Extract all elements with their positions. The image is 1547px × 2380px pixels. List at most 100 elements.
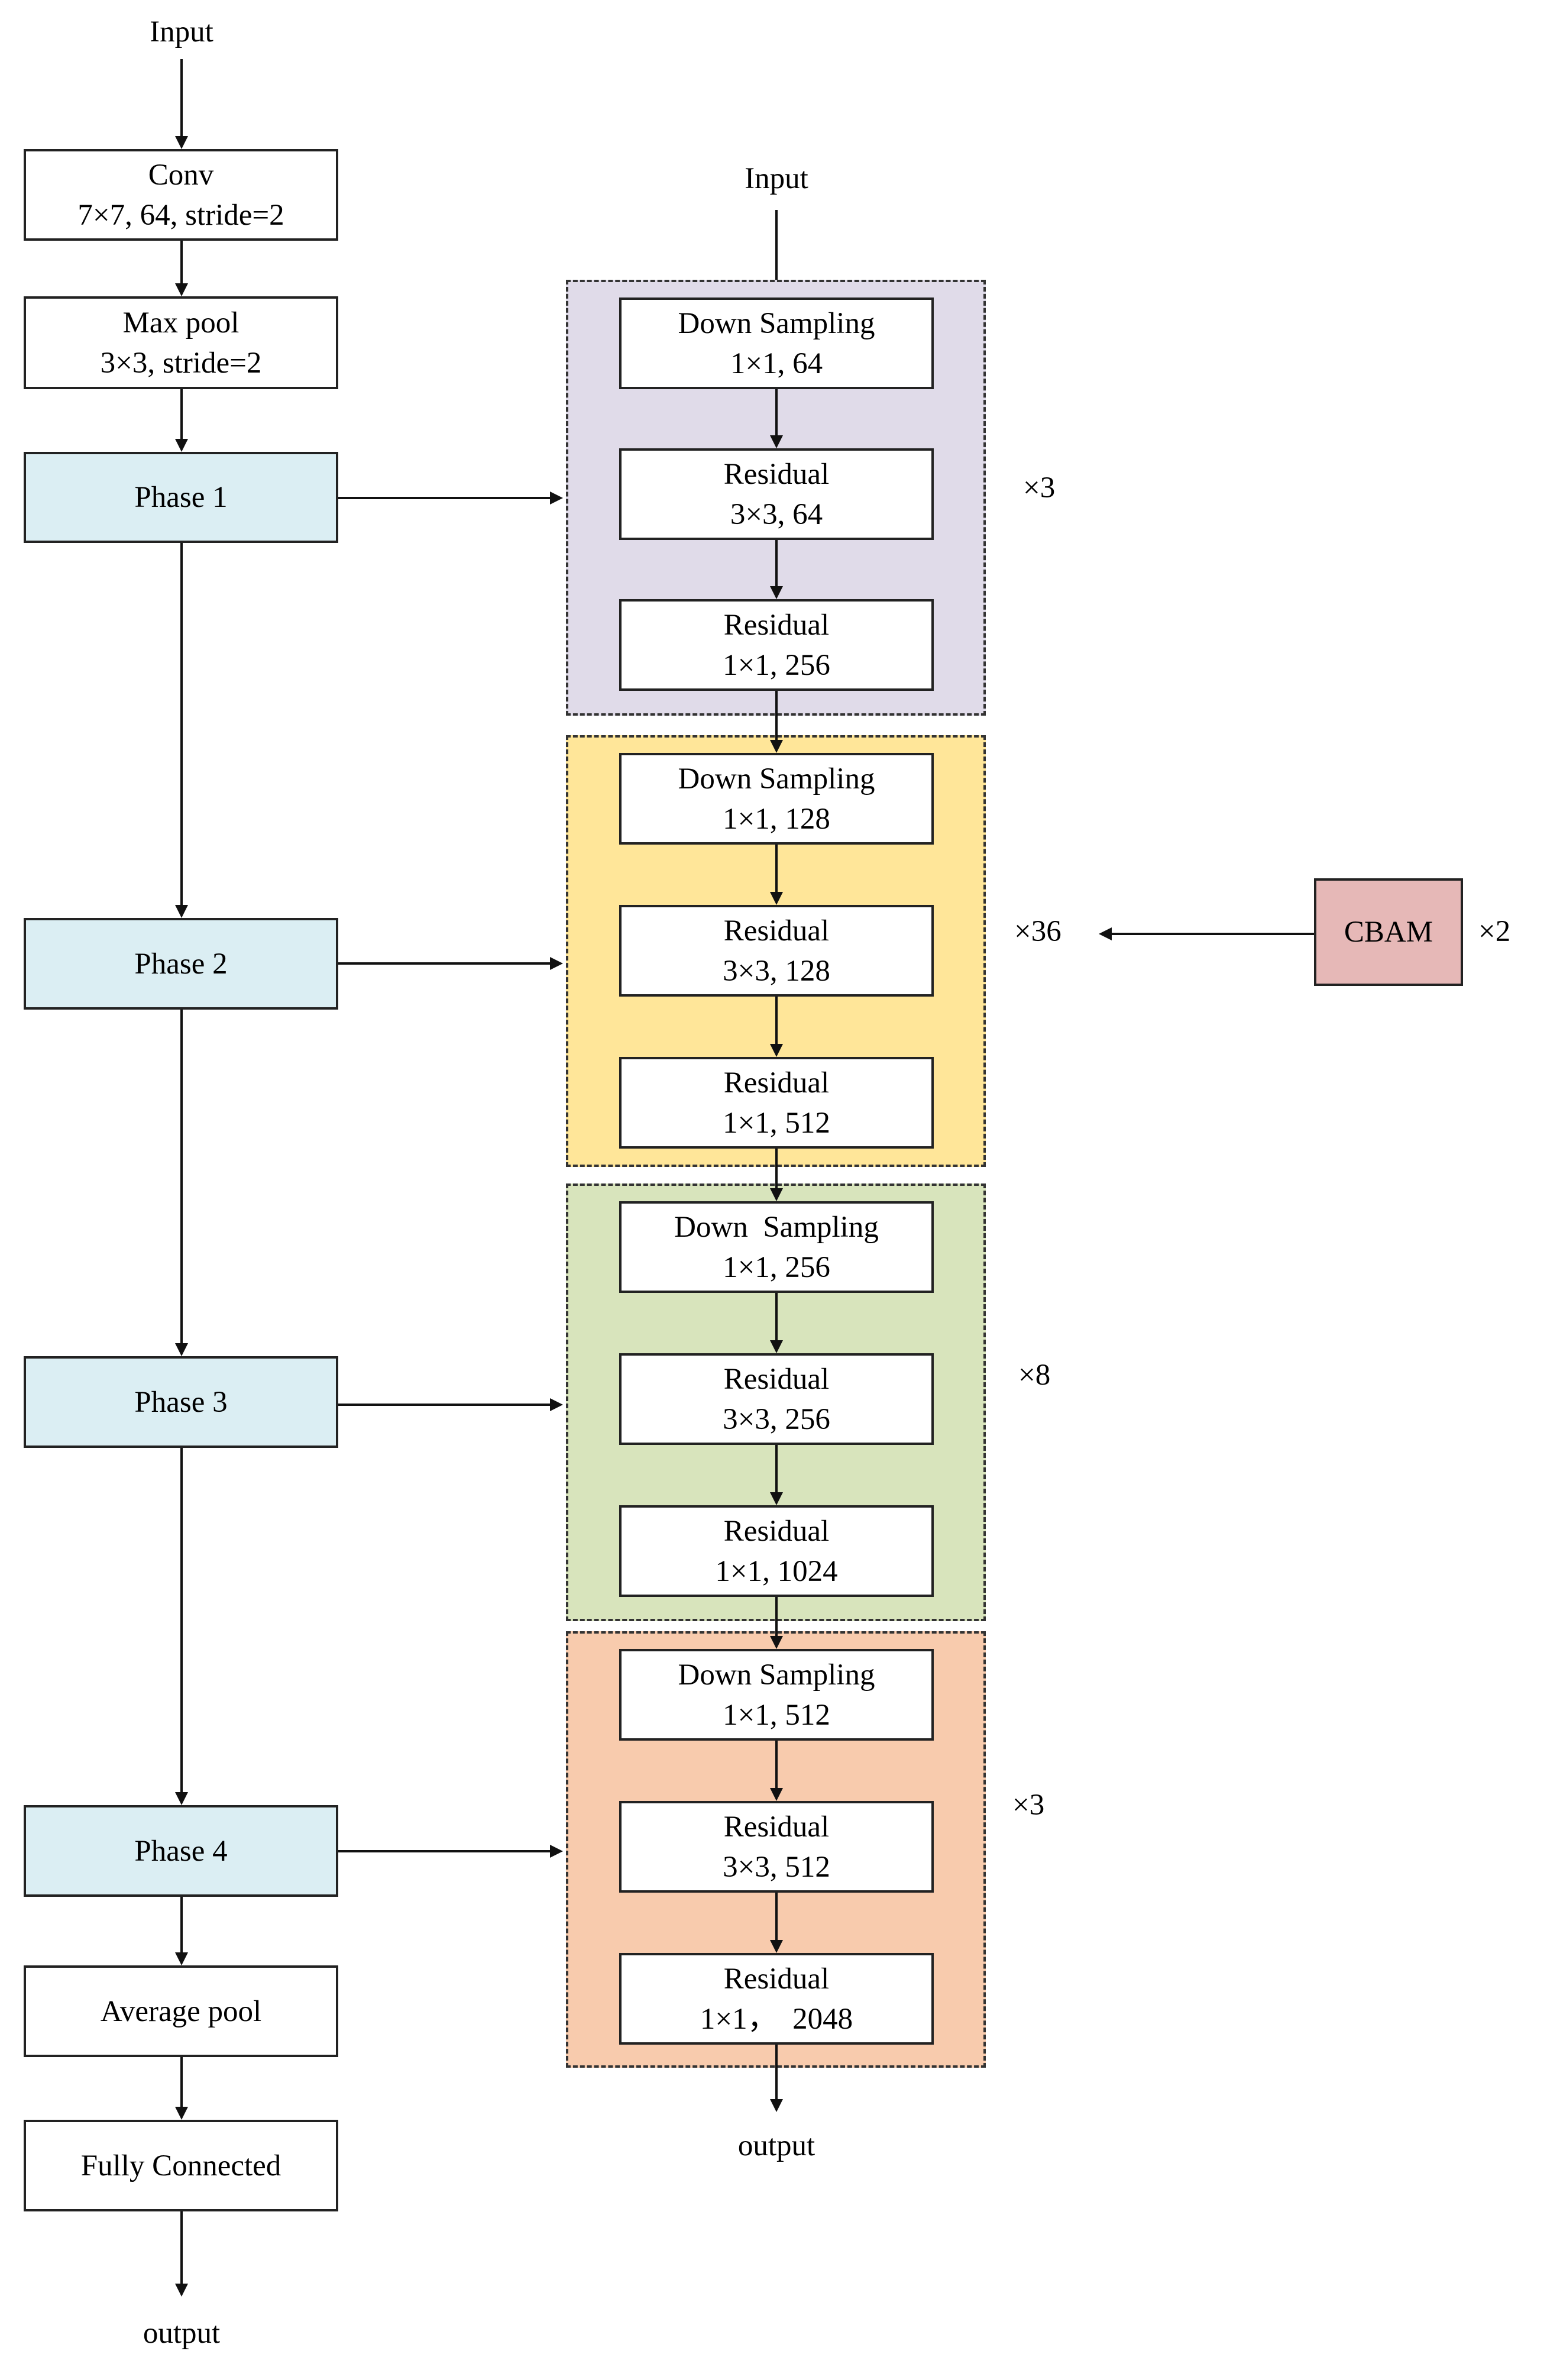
maxpool-title: Max pool	[122, 306, 240, 339]
g4-residual-block-1: Residual 3×3, 512	[619, 1801, 934, 1893]
backbone-input-label: Input	[150, 15, 213, 48]
arrowhead	[175, 283, 188, 296]
g1-residual-block-2: Residual 1×1, 256	[619, 599, 934, 691]
maxpool-params: 3×3, stride=2	[100, 346, 262, 380]
arrowhead	[770, 1340, 783, 1353]
arrow-g1-to-g2	[775, 691, 778, 740]
arrowhead	[770, 1788, 783, 1801]
g3-block3-params: 1×1, 1024	[715, 1554, 838, 1588]
arrow-phase1-to-group1	[338, 497, 550, 499]
g4-block2-params: 3×3, 512	[723, 1850, 830, 1884]
g1-block2-title: Residual	[723, 457, 830, 491]
arrowhead	[175, 2284, 188, 2297]
g2-block3-title: Residual	[723, 1066, 830, 1100]
g4-residual-block-2: Residual 1×1， 2048	[619, 1953, 934, 2045]
g2-residual-block-2: Residual 1×1, 512	[619, 1057, 934, 1149]
arrowhead	[770, 1492, 783, 1505]
arrow-g1-2-3	[775, 540, 778, 586]
arrowhead	[550, 957, 563, 970]
g2-block1-title: Down Sampling	[678, 762, 875, 796]
arrowhead	[175, 1952, 188, 1965]
arrow-g3-1-2	[775, 1293, 778, 1340]
phase3-label: Phase 3	[134, 1385, 228, 1419]
arrow-fc-to-output	[180, 2211, 183, 2284]
arrowhead	[770, 1188, 783, 1201]
arrow-phase3-to-group3	[338, 1404, 550, 1406]
arrowhead	[770, 892, 783, 905]
fc-block: Fully Connected	[24, 2120, 338, 2211]
g3-block2-params: 3×3, 256	[723, 1402, 830, 1436]
group-1-repeat: ×3	[1023, 471, 1056, 505]
arrowhead	[770, 1044, 783, 1057]
arrow-g3-2-3	[775, 1445, 778, 1492]
arrow-phase2-to-phase3	[180, 1010, 183, 1343]
arrow-g4-1-2	[775, 1741, 778, 1788]
arrowhead	[550, 1398, 563, 1411]
conv-title: Conv	[148, 158, 214, 192]
arrowhead	[550, 491, 563, 505]
arrowhead	[175, 2107, 188, 2120]
cbam-repeat: ×2	[1478, 915, 1511, 948]
g1-block1-title: Down Sampling	[678, 306, 875, 340]
maxpool-block: Max pool 3×3, stride=2	[24, 296, 338, 389]
arrow-cbam-to-group2	[1112, 933, 1314, 935]
g3-residual-block-2: Residual 1×1, 1024	[619, 1505, 934, 1597]
g2-block2-title: Residual	[723, 914, 830, 948]
g3-block1-params: 1×1, 256	[723, 1250, 830, 1284]
backbone-output-label: output	[143, 2317, 221, 2350]
g1-block3-title: Residual	[723, 608, 830, 642]
avgpool-label: Average pool	[100, 1994, 262, 2028]
g2-down-sampling-block: Down Sampling 1×1, 128	[619, 753, 934, 845]
detail-input-label: Input	[745, 162, 808, 195]
arrowhead	[175, 439, 188, 452]
g4-block2-title: Residual	[723, 1810, 830, 1844]
g3-residual-block-1: Residual 3×3, 256	[619, 1353, 934, 1445]
g1-block1-params: 1×1, 64	[730, 347, 823, 380]
phase1-label: Phase 1	[134, 481, 228, 514]
fc-label: Fully Connected	[80, 2149, 281, 2182]
arrowhead	[175, 136, 188, 149]
cbam-block: CBAM	[1314, 878, 1463, 986]
arrow-phase1-to-phase2	[180, 543, 183, 905]
avgpool-block: Average pool	[24, 1965, 338, 2057]
arrow-phase3-to-phase4	[180, 1448, 183, 1792]
arrow-avgpool-to-fc	[180, 2057, 183, 2107]
arrowhead	[175, 905, 188, 918]
g4-block1-params: 1×1, 512	[723, 1698, 830, 1732]
g1-down-sampling-block: Down Sampling 1×1, 64	[619, 298, 934, 389]
g3-down-sampling-block: Down Sampling 1×1, 256	[619, 1201, 934, 1293]
arrowhead	[175, 1792, 188, 1805]
g3-block2-title: Residual	[723, 1362, 830, 1396]
group-3-repeat: ×8	[1018, 1359, 1051, 1392]
phase2-block: Phase 2	[24, 918, 338, 1010]
phase4-label: Phase 4	[134, 1834, 228, 1868]
g1-residual-block-1: Residual 3×3, 64	[619, 448, 934, 540]
arrow-input-to-conv	[180, 59, 183, 136]
g1-block2-params: 3×3, 64	[730, 497, 823, 531]
arrowhead	[770, 586, 783, 599]
g3-block3-title: Residual	[723, 1514, 830, 1548]
arrow-conv-to-maxpool	[180, 241, 183, 283]
g4-block3-title: Residual	[723, 1962, 830, 1996]
arrow-maxpool-to-phase1	[180, 389, 183, 439]
g4-block1-title: Down Sampling	[678, 1658, 875, 1692]
arrowhead	[770, 1940, 783, 1953]
phase1-block: Phase 1	[24, 452, 338, 543]
arrow-g2-2-3	[775, 997, 778, 1044]
arrowhead	[1099, 927, 1112, 940]
g2-block3-params: 1×1, 512	[723, 1106, 830, 1140]
arrow-phase2-to-group2	[338, 962, 550, 965]
group-2-repeat: ×36	[1014, 915, 1061, 948]
g2-block1-params: 1×1, 128	[723, 802, 830, 836]
g2-residual-block-1: Residual 3×3, 128	[619, 905, 934, 997]
arrow-detail-input	[775, 210, 778, 281]
arrow-phase4-to-group4	[338, 1850, 550, 1852]
arrowhead	[770, 740, 783, 753]
phase2-label: Phase 2	[134, 947, 228, 981]
arrow-g1-1-2	[775, 389, 778, 435]
arrow-g2-1-2	[775, 845, 778, 892]
arrow-g4-2-3	[775, 1893, 778, 1940]
conv-params: 7×7, 64, stride=2	[77, 198, 284, 232]
g3-block1-title: Down Sampling	[674, 1210, 879, 1244]
